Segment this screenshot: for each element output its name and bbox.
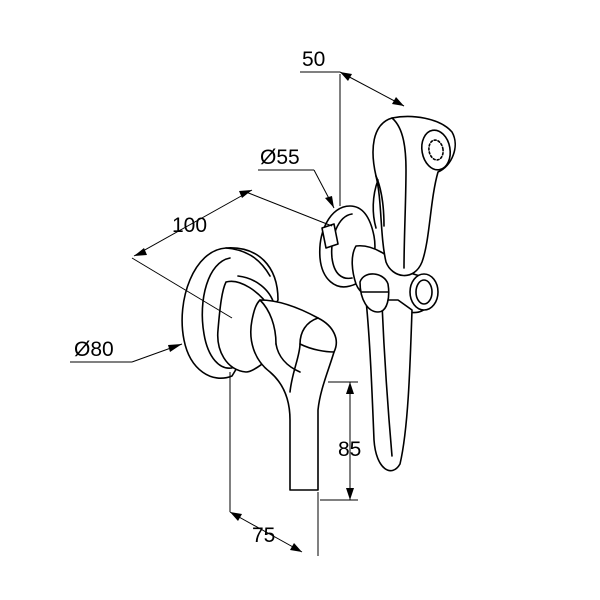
bidet-hand-shower <box>319 115 456 472</box>
dim-85-label: 85 <box>338 438 361 461</box>
dim-75-label: 75 <box>252 524 275 547</box>
dimension-lines <box>70 71 405 556</box>
holder-knob <box>409 273 439 311</box>
hose-nut <box>359 273 390 313</box>
spray-nozzles <box>428 139 444 161</box>
dim-80-label: Ø80 <box>74 338 114 361</box>
dim-55-label: Ø55 <box>260 146 300 169</box>
dim-100-label: 100 <box>172 214 207 237</box>
dim-50-label: 50 <box>302 48 325 71</box>
spray-face <box>420 129 452 171</box>
dim-75-line <box>229 511 303 553</box>
dim-100-line <box>133 189 253 257</box>
dim-50-line <box>339 71 405 107</box>
shower-handle <box>365 299 413 472</box>
concealed-mixer <box>181 247 338 491</box>
dimension-labels: 50 Ø55 100 Ø80 85 75 <box>74 48 361 547</box>
spray-trigger <box>372 179 379 229</box>
mixer-lever <box>250 299 338 491</box>
